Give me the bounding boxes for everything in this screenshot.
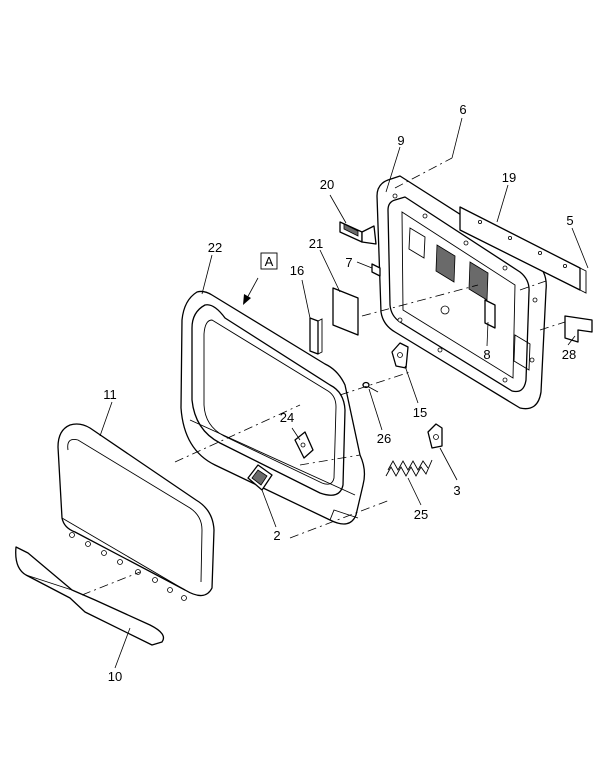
part-10-lower-trim	[15, 546, 165, 646]
part-24-bracket	[294, 431, 314, 459]
part-21-pad	[332, 287, 359, 336]
part-16-bracket	[309, 317, 323, 355]
callout-19: 19	[502, 170, 516, 185]
callout-numbers: 6 9 19 5 20 21 7 16 22 8 28 15 26 24 3 2…	[103, 102, 576, 684]
view-label-text: A	[265, 254, 274, 269]
view-label-a: A	[260, 252, 278, 270]
callout-25: 25	[414, 507, 428, 522]
callout-6: 6	[459, 102, 466, 117]
part-9-rear-frame	[376, 175, 547, 410]
part-25-spring	[385, 459, 433, 477]
callout-2: 2	[273, 528, 280, 543]
part-20-latch	[339, 221, 377, 245]
callout-26: 26	[377, 431, 391, 446]
callout-24: 24	[280, 410, 294, 425]
callout-3: 3	[453, 483, 460, 498]
part-2-emblem	[247, 464, 273, 491]
part-28-clip	[564, 315, 593, 343]
callout-21: 21	[309, 236, 323, 251]
part-8-bracket	[484, 299, 496, 329]
callout-11: 11	[103, 387, 117, 402]
leader-lines	[99, 117, 589, 669]
callout-22: 22	[208, 240, 222, 255]
callout-16: 16	[290, 263, 304, 278]
callout-28: 28	[562, 347, 576, 362]
callout-10: 10	[108, 669, 122, 684]
part-11-front-panel	[57, 423, 215, 601]
part-7-clip	[371, 263, 381, 277]
callout-20: 20	[320, 177, 334, 192]
callout-9: 9	[397, 133, 404, 148]
part-19-mounting-strip	[459, 206, 587, 294]
callout-15: 15	[413, 405, 427, 420]
part-3-bracket	[427, 423, 443, 449]
part-26-screw	[362, 381, 379, 393]
callout-8: 8	[483, 347, 490, 362]
centerlines	[81, 157, 566, 596]
part-22-door-panel	[180, 290, 366, 525]
part-15-hinge-plate	[391, 342, 409, 369]
callout-5: 5	[566, 213, 573, 228]
callout-7: 7	[345, 255, 352, 270]
